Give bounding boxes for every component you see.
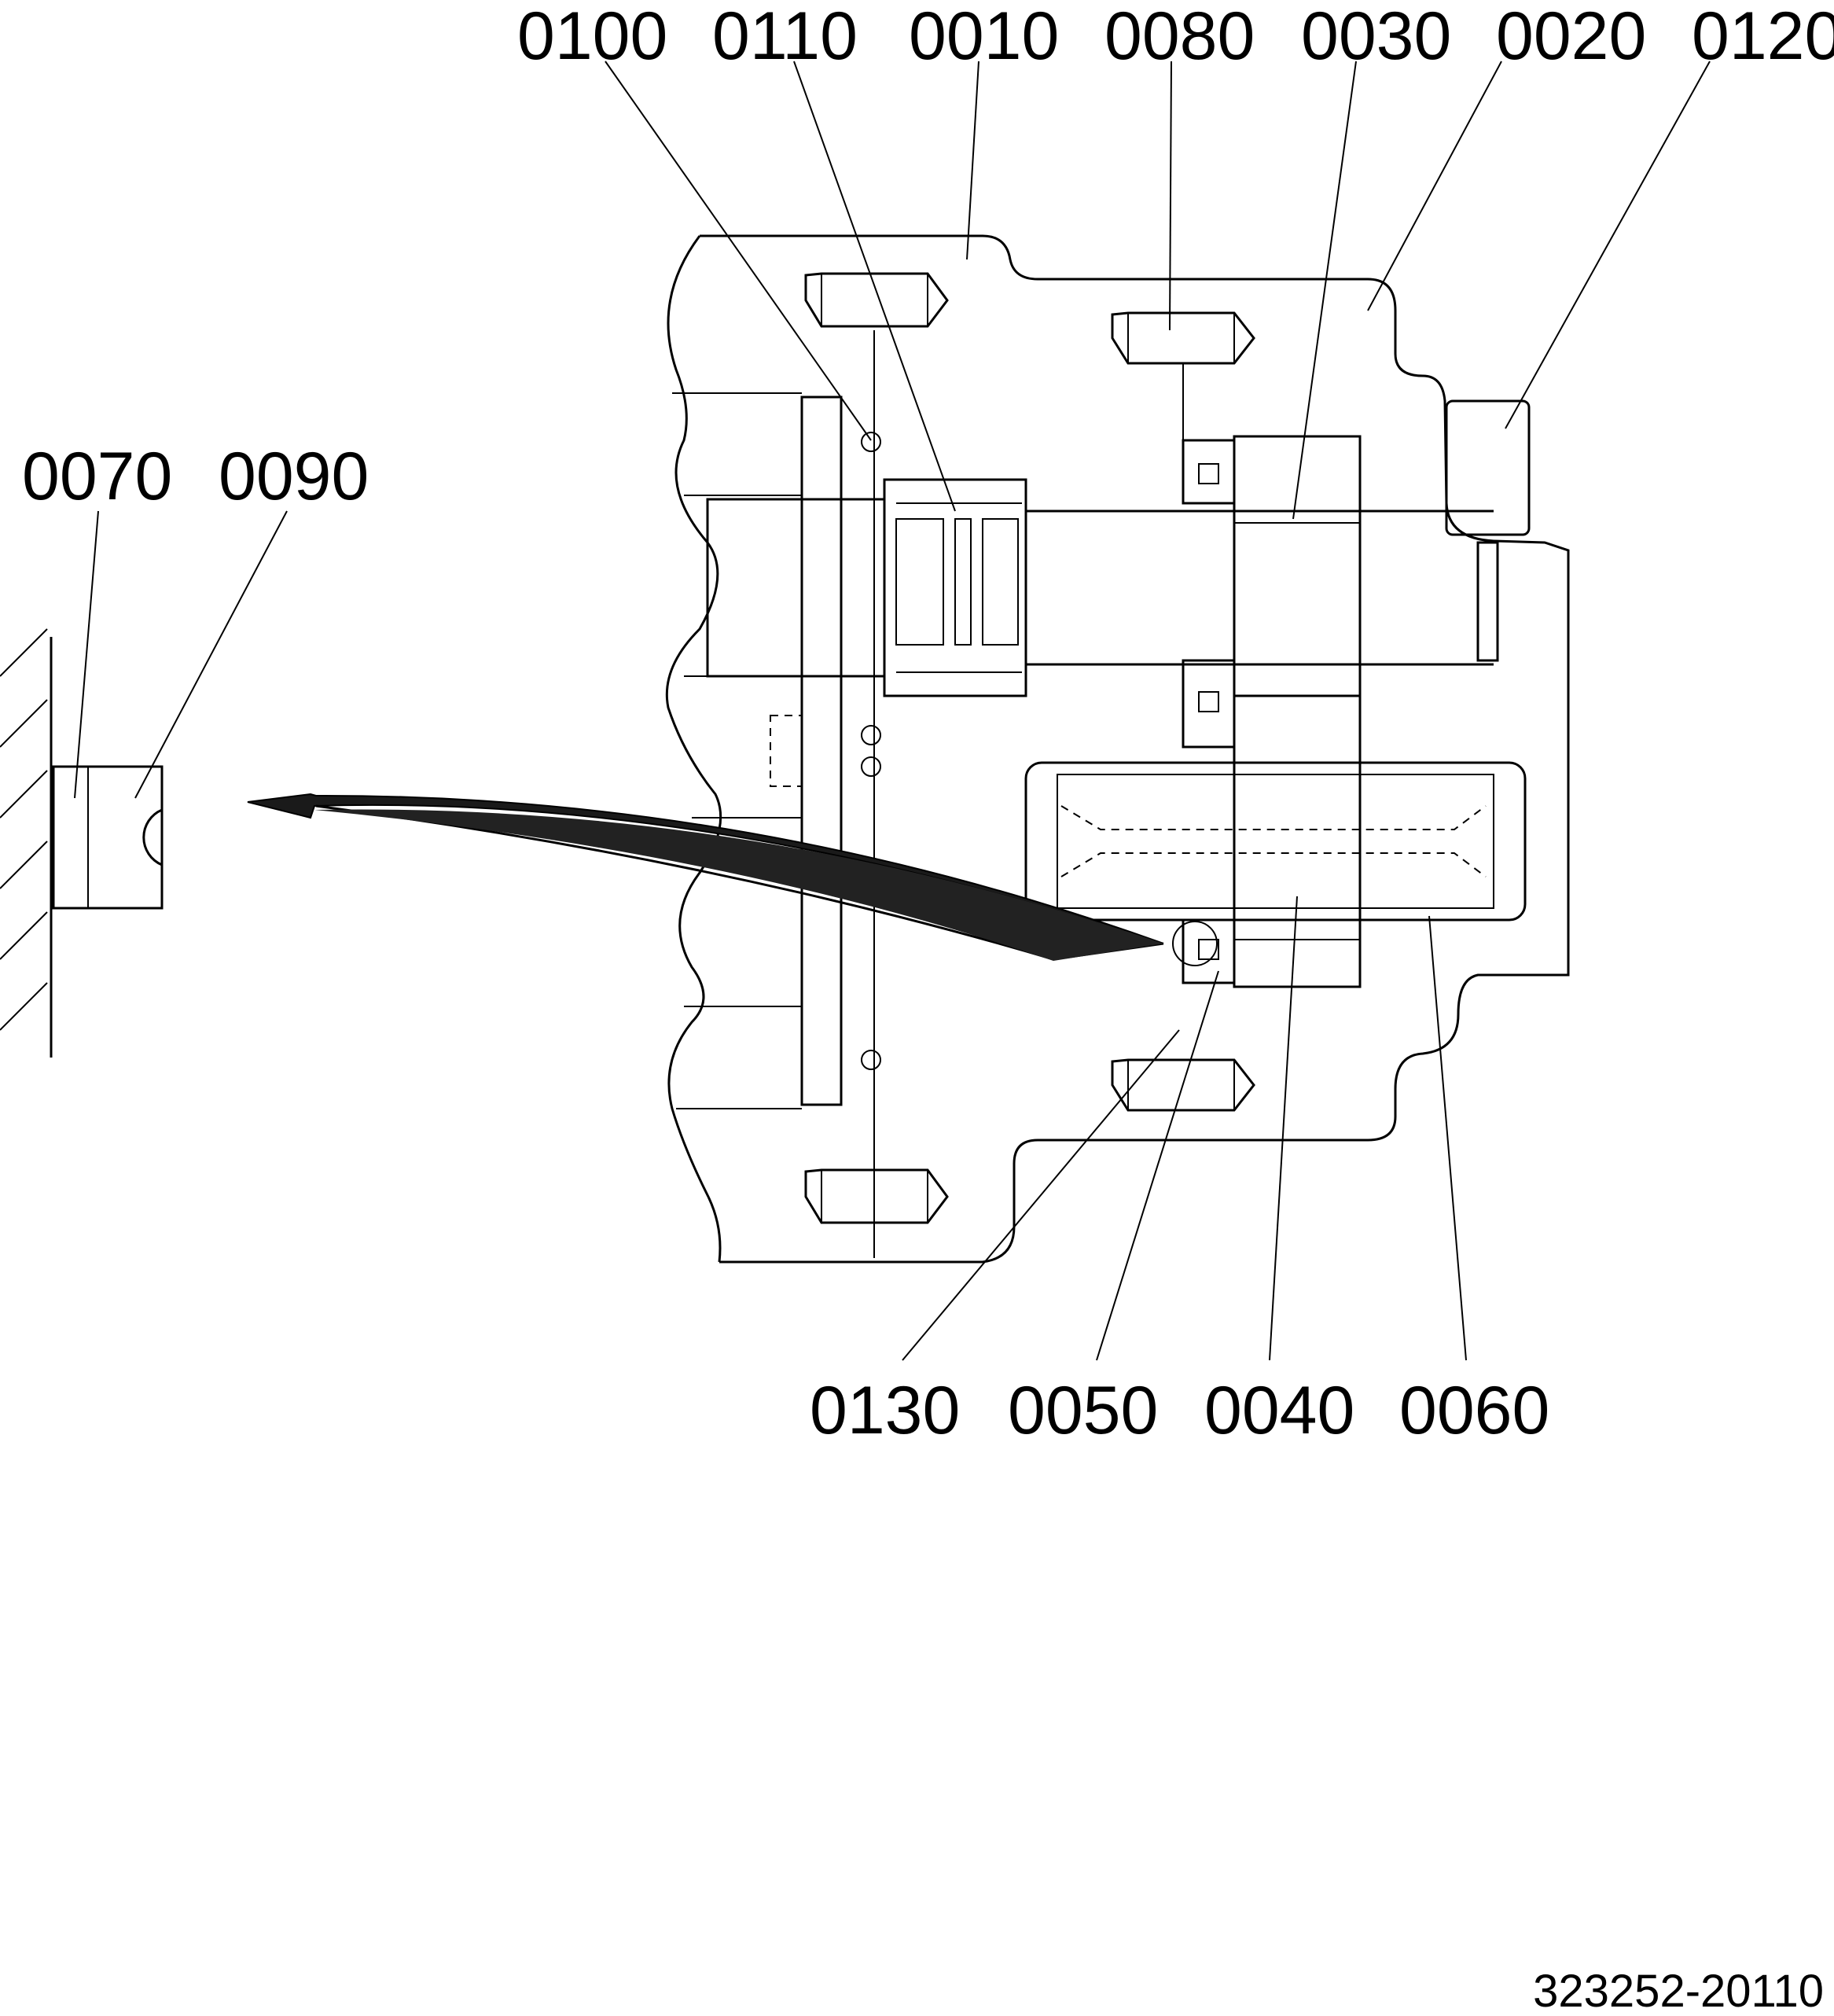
document-number: 323252-20110: [1533, 1966, 1824, 2016]
detail-circle: [1172, 921, 1218, 966]
o-ring: [861, 432, 881, 1070]
spur-gear-lower: [1233, 694, 1362, 988]
callout-labels-bottom: 0130 0050 0040 0060: [810, 1373, 1549, 1448]
callout-0050: 0050: [1008, 1373, 1158, 1448]
housing-bolt: [804, 1168, 949, 1224]
callout-0030: 0030: [1301, 0, 1451, 74]
leader-lines: [74, 61, 1711, 1361]
callout-0020: 0020: [1496, 0, 1646, 74]
cover-bolt: [1111, 1058, 1255, 1112]
callout-0060: 0060: [1399, 1373, 1549, 1448]
callout-0080: 0080: [1104, 0, 1255, 74]
cover-bolt: [1111, 311, 1255, 440]
callout-0090: 0090: [219, 439, 369, 514]
callout-0040: 0040: [1204, 1373, 1354, 1448]
detail-arrow: [247, 793, 1164, 944]
end-cap: [1445, 399, 1531, 536]
callout-0100: 0100: [517, 0, 667, 74]
callout-labels-top: 0100 0110 0010 0080 0030 0020 0120: [517, 0, 1834, 74]
detail-view: [0, 628, 164, 1058]
callout-0110: 0110: [712, 0, 858, 74]
input-shaft: [1026, 510, 1499, 666]
callout-0010: 0010: [909, 0, 1059, 74]
spur-gear-upper: [1233, 435, 1362, 697]
gearbox-housing: [665, 234, 1570, 1264]
callout-0070: 0070: [22, 439, 172, 514]
callout-labels-left: 0070 0090: [22, 439, 369, 514]
hidden-pin: [770, 715, 803, 787]
pinion-bearing: [883, 478, 1027, 697]
callout-0120: 0120: [1692, 0, 1834, 74]
idler-shaft: [1024, 761, 1527, 922]
housing-bolt: [804, 272, 949, 328]
callout-0130: 0130: [810, 1373, 960, 1448]
seal-block: [1182, 439, 1236, 984]
